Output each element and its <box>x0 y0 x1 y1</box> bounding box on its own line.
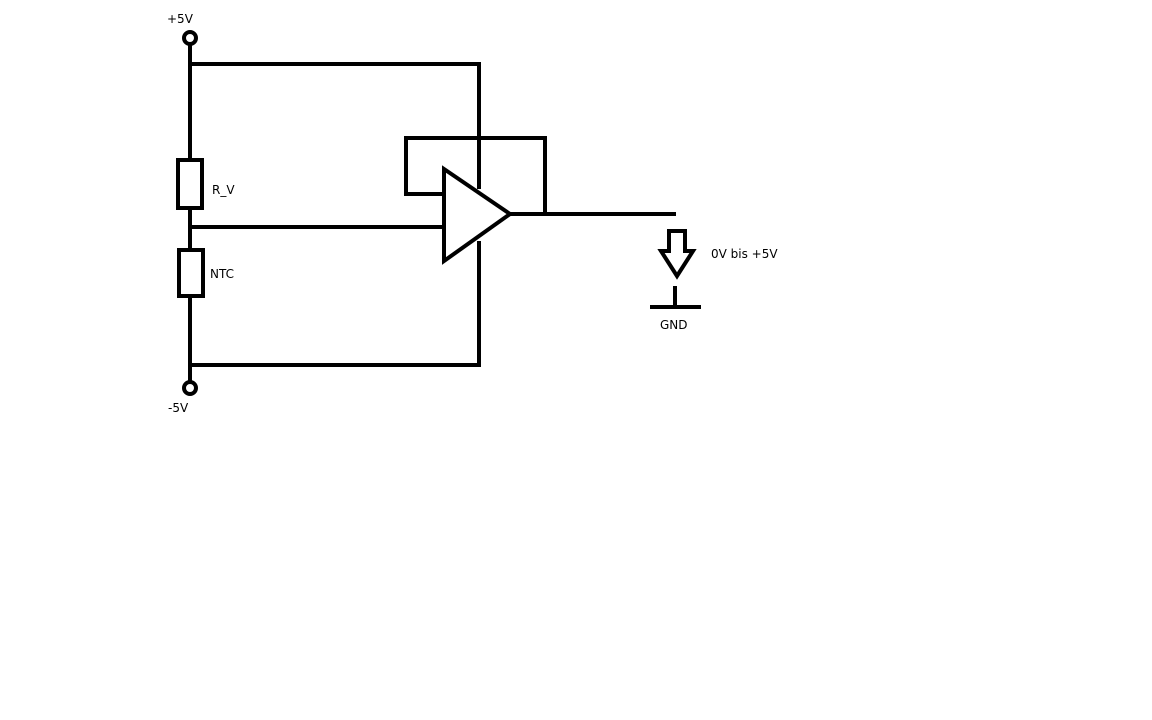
resistor-ntc-label: NTC <box>210 267 234 281</box>
resistor-rv-label: R_V <box>212 183 235 197</box>
output-voltage-arrow <box>657 229 697 280</box>
ground-label: GND <box>660 318 688 332</box>
positive-supply-label: +5V <box>167 12 193 26</box>
opamp-buffer <box>442 165 514 265</box>
resistor-rv <box>176 158 204 210</box>
negative-supply-terminal <box>182 380 198 396</box>
output-range-label: 0V bis +5V <box>711 247 778 261</box>
wire-feedback-loop <box>404 136 547 216</box>
negative-supply-label: -5V <box>168 401 189 415</box>
resistor-ntc <box>177 248 205 298</box>
positive-supply-terminal <box>182 30 198 46</box>
